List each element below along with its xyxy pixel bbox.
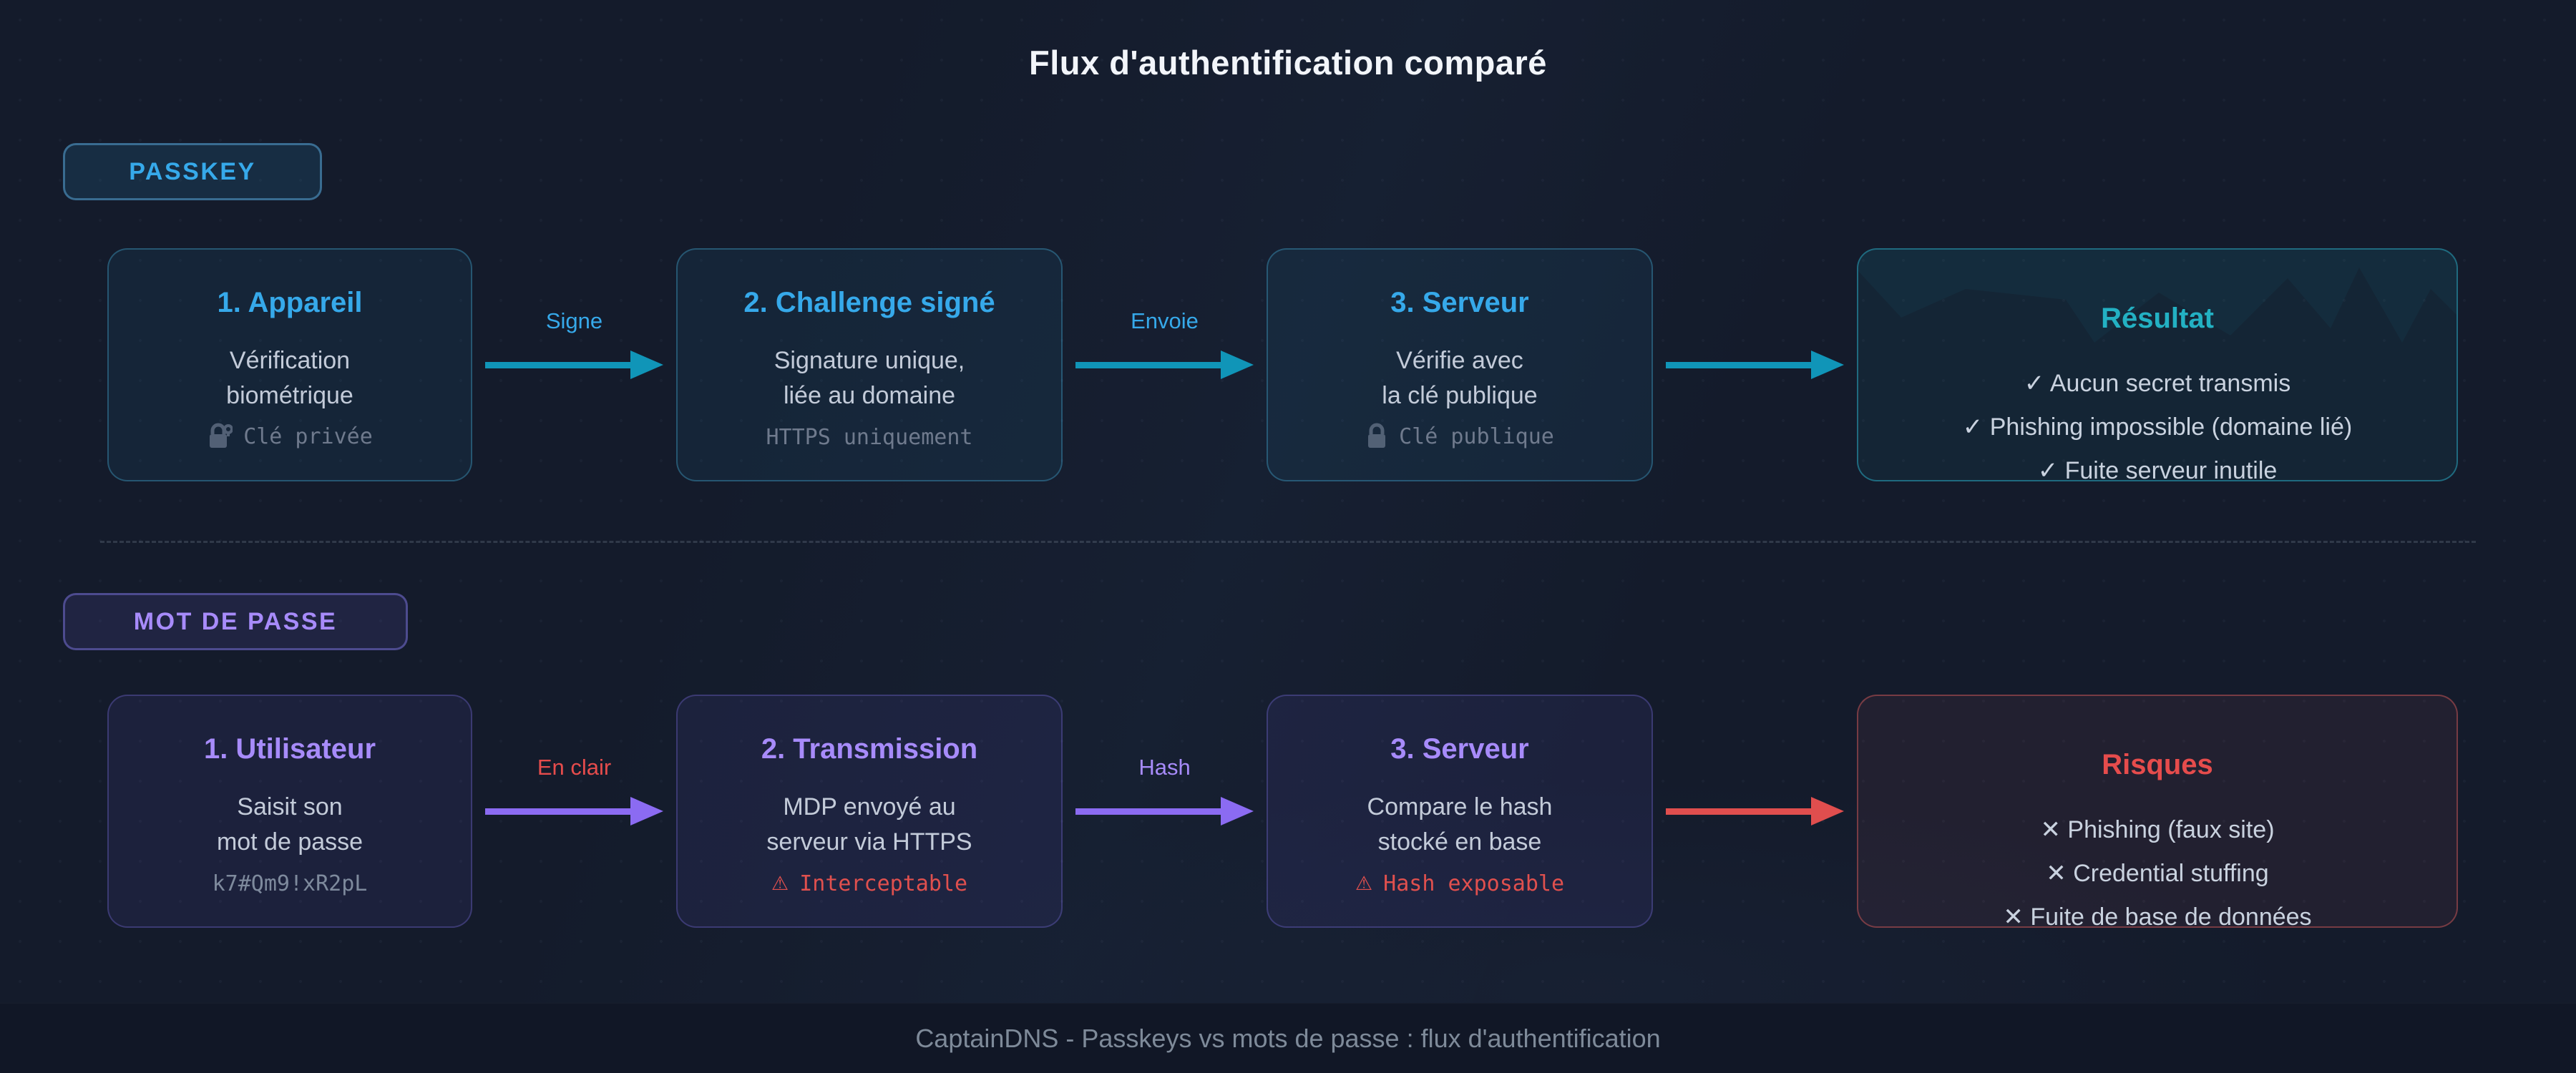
passkey-badge: PASSKEY (63, 143, 322, 200)
step-description: Signature unique, liée au domaine (774, 347, 965, 409)
section-divider (100, 541, 2476, 543)
step-title: 2. Challenge signé (743, 287, 995, 318)
step-title: 3. Serveur (1390, 733, 1529, 765)
warning-icon: ⚠ (771, 873, 789, 895)
right-arrow-icon (1666, 351, 1844, 379)
passkey-arrow-sign: Signe (472, 248, 676, 481)
right-arrow-icon (1666, 797, 1844, 825)
warning-icon: ⚠ (1355, 873, 1373, 895)
step-title: 1. Appareil (217, 287, 363, 318)
arrow-label: Signe (545, 308, 603, 333)
step-note-text: k7#Qm9!xR2pL (212, 871, 368, 896)
password-arrow-cleartext: En clair (472, 695, 676, 928)
password-badge-label: MOT DE PASSE (133, 607, 338, 635)
password-badge: MOT DE PASSE (63, 593, 408, 650)
step-note: HTTPS uniquement (766, 425, 973, 450)
step-description: Saisit son mot de passe (216, 793, 364, 856)
step-description: Compare le hash stocké en base (1367, 793, 1553, 856)
password-step-user-card: 1. Utilisateur Saisit son mot de passe k… (107, 695, 472, 928)
lock-key-icon (207, 423, 233, 450)
risk-item: ✕ Phishing (faux site) (2040, 816, 2275, 843)
step-note: ⚠ Hash exposable (1355, 871, 1564, 896)
result-items: ✓ Aucun secret transmis ✓ Phishing impos… (1962, 362, 2353, 481)
step-note-text: Clé publique (1399, 423, 1554, 449)
passkey-badge-label: PASSKEY (129, 157, 256, 185)
step-title: 2. Transmission (761, 733, 978, 765)
passkey-step-device-card: 1. Appareil Vérification biométrique Clé… (107, 248, 472, 481)
step-note-text: Clé privée (243, 423, 373, 449)
right-arrow-icon (485, 797, 663, 825)
result-item: ✓ Fuite serveur inutile (2037, 457, 2278, 481)
footer-bar: CaptainDNS - Passkeys vs mots de passe :… (0, 1003, 2576, 1073)
password-flow-row: 1. Utilisateur Saisit son mot de passe k… (107, 695, 2462, 928)
step-note-text: Interceptable (799, 871, 968, 896)
right-arrow-icon (1075, 351, 1254, 379)
step-note: ⚠ Interceptable (771, 871, 967, 896)
arrow-label: Hash (1138, 755, 1191, 780)
step-note-text: Hash exposable (1383, 871, 1565, 896)
lock-icon (1365, 423, 1388, 450)
password-step-server-card: 3. Serveur Compare le hash stocké en bas… (1267, 695, 1653, 928)
step-description: Vérifie avec la clé publique (1382, 347, 1538, 409)
step-title: 3. Serveur (1390, 287, 1529, 318)
passkey-step-server-card: 3. Serveur Vérifie avec la clé publique … (1267, 248, 1653, 481)
risk-items: ✕ Phishing (faux site) ✕ Credential stuf… (2003, 808, 2312, 928)
risk-item: ✕ Credential stuffing (2046, 860, 2269, 887)
right-arrow-icon (485, 351, 663, 379)
passkey-step-challenge-card: 2. Challenge signé Signature unique, lié… (676, 248, 1063, 481)
passkey-flow-row: 1. Appareil Vérification biométrique Clé… (107, 248, 2462, 481)
risk-item: ✕ Fuite de base de données (2003, 903, 2312, 928)
password-step-transmission-card: 2. Transmission MDP envoyé au serveur vi… (676, 695, 1063, 928)
arrow-label: Envoie (1131, 308, 1199, 333)
step-note: k7#Qm9!xR2pL (213, 871, 368, 896)
step-note-text: HTTPS uniquement (766, 425, 973, 450)
step-note: Clé publique (1365, 423, 1554, 450)
result-title: Résultat (2101, 303, 2214, 334)
password-arrow-risks (1653, 695, 1857, 928)
step-note: Clé privée (207, 423, 373, 450)
page-title: Flux d'authentification comparé (1029, 44, 1547, 82)
password-arrow-hash: Hash (1063, 695, 1267, 928)
footer-caption: CaptainDNS - Passkeys vs mots de passe :… (915, 1023, 1661, 1053)
step-description: MDP envoyé au serveur via HTTPS (766, 793, 972, 856)
result-item: ✓ Aucun secret transmis (2024, 370, 2291, 397)
risks-title: Risques (2102, 749, 2213, 780)
passkey-result-card: Résultat ✓ Aucun secret transmis ✓ Phish… (1857, 248, 2458, 481)
passkey-arrow-send: Envoie (1063, 248, 1267, 481)
password-risks-card: Risques ✕ Phishing (faux site) ✕ Credent… (1857, 695, 2458, 928)
arrow-label: En clair (537, 755, 612, 780)
step-description: Vérification biométrique (226, 347, 353, 409)
passkey-arrow-result (1653, 248, 1857, 481)
step-title: 1. Utilisateur (203, 733, 376, 765)
right-arrow-icon (1075, 797, 1254, 825)
result-item: ✓ Phishing impossible (domaine lié) (1962, 413, 2353, 441)
